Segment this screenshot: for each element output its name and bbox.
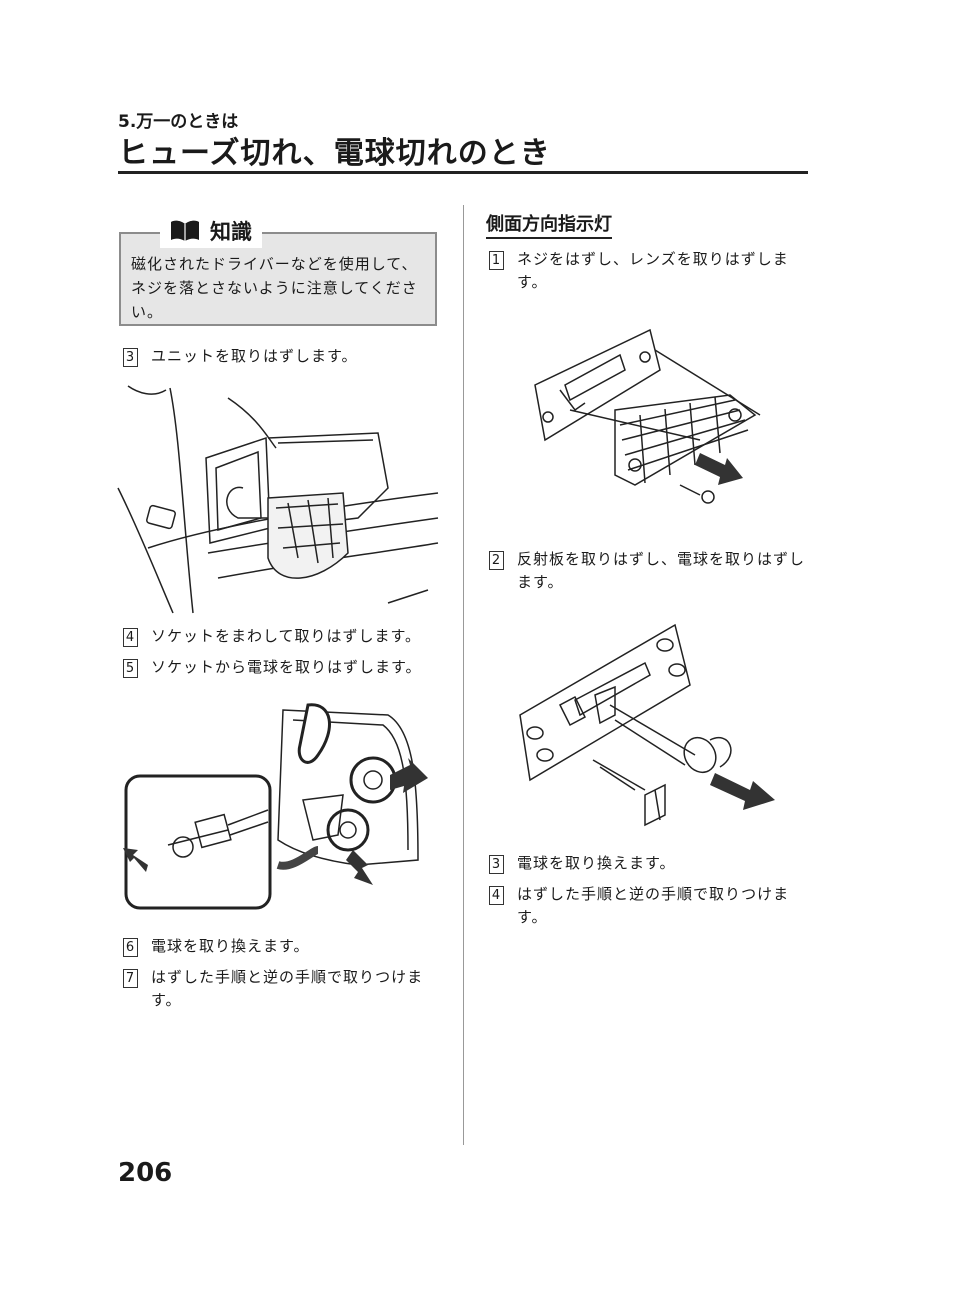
title-rule: [118, 171, 808, 174]
step-number: 2: [489, 551, 504, 570]
open-book-icon: [171, 220, 199, 241]
step-text: はずした手順と逆の手順で取りつけます。: [517, 885, 790, 926]
step-text: ソケットをまわして取りはずします。: [151, 627, 422, 645]
left-step-4: 4 ソケットをまわして取りはずします。: [123, 625, 441, 648]
step-text: 電球を取り換えます。: [151, 937, 310, 955]
section-heading: 側面方向指示灯: [486, 210, 612, 239]
unit-removal-illustration: [117, 385, 439, 614]
knowledge-header: 知識: [160, 214, 262, 248]
step-number: 5: [123, 659, 138, 678]
step-number: 3: [489, 855, 504, 874]
step-text: はずした手順と逆の手順で取りつけます。: [151, 968, 424, 1009]
knowledge-text: 磁化されたドライバーなどを使用して、ネジを落とさないように注意してください。: [131, 255, 418, 321]
left-step-5: 5 ソケットから電球を取りはずします。: [123, 656, 441, 679]
right-step-3: 3 電球を取り換えます。: [489, 852, 807, 875]
step-number: 6: [123, 938, 138, 957]
right-step-1: 1 ネジをはずし、レンズを取りはずします。: [489, 248, 807, 294]
reflector-bulb-illustration: [519, 623, 775, 827]
step-text: ソケットから電球を取りはずします。: [151, 658, 422, 676]
column-divider: [463, 205, 464, 1145]
lens-removal-illustration: [534, 328, 761, 504]
step-text: 電球を取り換えます。: [517, 854, 676, 872]
step-number: 1: [489, 251, 504, 270]
page-number: 206: [118, 1158, 173, 1188]
socket-bulb-illustration: [123, 703, 428, 910]
page-title: ヒューズ切れ、電球切れのとき: [118, 136, 551, 171]
section-label: 5.万一のときは: [118, 112, 239, 132]
left-step-6: 6 電球を取り換えます。: [123, 935, 441, 958]
step-text: ユニットを取りはずします。: [151, 347, 358, 365]
step-number: 7: [123, 969, 138, 988]
right-step-2: 2 反射板を取りはずし、電球を取りはずします。: [489, 548, 807, 594]
step-text: 反射板を取りはずし、電球を取りはずします。: [517, 550, 806, 591]
step-text: ネジをはずし、レンズを取りはずします。: [517, 250, 789, 291]
right-step-4: 4 はずした手順と逆の手順で取りつけます。: [489, 883, 807, 929]
step-number: 4: [123, 628, 138, 647]
step-number: 3: [123, 348, 138, 367]
left-step-7: 7 はずした手順と逆の手順で取りつけます。: [123, 966, 441, 1012]
left-step-3: 3 ユニットを取りはずします。: [123, 345, 441, 368]
knowledge-title: 知識: [210, 220, 252, 244]
step-number: 4: [489, 886, 504, 905]
